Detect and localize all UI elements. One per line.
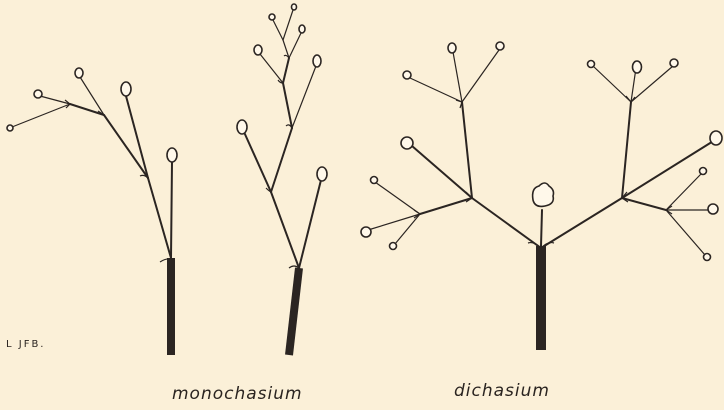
branch <box>148 178 171 258</box>
branch <box>420 198 472 214</box>
artist-signature: L JFB. <box>6 339 46 350</box>
flower-bud <box>710 131 722 145</box>
branch <box>244 132 271 192</box>
bract <box>456 100 462 108</box>
flower-bud <box>588 61 595 68</box>
flower-bud <box>75 68 83 78</box>
pedicel <box>289 33 301 58</box>
pedicel <box>410 78 462 102</box>
pedicel <box>375 182 420 214</box>
pedicel <box>368 214 420 230</box>
stem <box>289 268 299 355</box>
branch <box>462 102 472 198</box>
flower-bud <box>403 71 411 79</box>
terminal-flower <box>533 183 554 206</box>
dichasium <box>361 42 722 350</box>
pedicel <box>593 66 631 102</box>
pedicel <box>283 10 293 40</box>
pedicel <box>453 52 462 102</box>
branch <box>171 162 172 258</box>
flower-bud <box>7 125 13 131</box>
flower-bud <box>299 25 305 33</box>
branch <box>283 83 292 128</box>
flower-bud <box>254 45 262 55</box>
branch <box>541 198 622 248</box>
branch <box>271 192 299 268</box>
bract <box>65 100 70 108</box>
pedicel <box>395 214 420 244</box>
branch <box>104 115 148 178</box>
flower-bud <box>237 120 247 134</box>
pedicel <box>292 66 316 128</box>
bract <box>289 266 299 268</box>
flower-bud <box>496 42 504 50</box>
branch <box>126 96 148 178</box>
branch <box>271 128 292 192</box>
monochasium-caption: monochasium <box>172 384 303 404</box>
flower-bud <box>121 82 131 96</box>
flower-bud <box>401 137 413 149</box>
pedicel <box>260 54 283 83</box>
flower-bud <box>390 243 397 250</box>
flower-bud <box>371 177 378 184</box>
flower-bud <box>704 254 711 261</box>
flower-bud <box>708 204 718 214</box>
branch <box>622 102 631 198</box>
flower-bud <box>292 4 297 10</box>
flower-bud <box>269 14 275 20</box>
branch <box>472 198 541 248</box>
branch <box>541 210 542 246</box>
pedicel <box>666 210 705 255</box>
pedicel <box>666 174 701 210</box>
flower-bud <box>34 90 42 98</box>
dichasium-caption: dichasium <box>454 381 550 401</box>
branch <box>70 104 104 115</box>
pedicel <box>12 104 70 127</box>
flower-bud <box>317 167 327 181</box>
flower-bud <box>633 61 642 73</box>
branch <box>283 58 289 83</box>
branch <box>622 198 666 210</box>
flower-bud <box>700 168 707 175</box>
pedicel <box>462 50 499 102</box>
flower-bud <box>167 148 177 162</box>
monochasium-right <box>237 4 327 355</box>
flower-bud <box>448 43 456 53</box>
flower-bud <box>313 55 321 67</box>
flower-bud <box>361 227 371 237</box>
pedicel <box>273 20 283 40</box>
branch <box>412 146 472 198</box>
monochasium-left <box>7 68 177 355</box>
flower-bud <box>670 59 678 67</box>
branch <box>299 180 321 268</box>
